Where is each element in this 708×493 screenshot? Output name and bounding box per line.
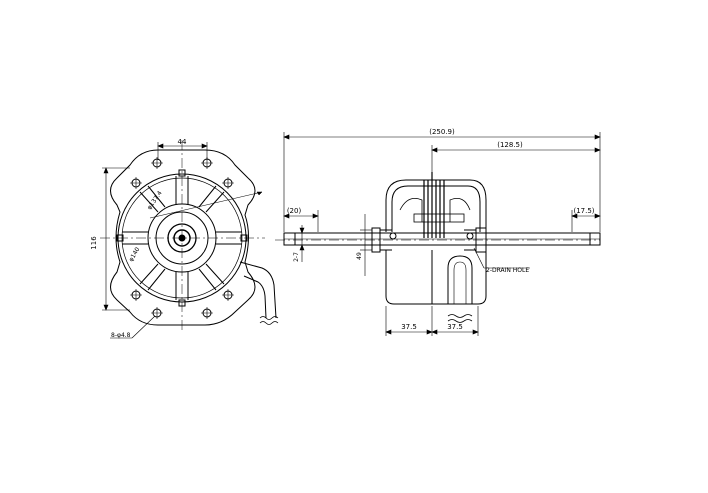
radial-ribs: [122, 176, 242, 300]
end-brackets: [371, 227, 487, 253]
dim-right-shaft-ext: [571, 210, 601, 232]
shaft-boss: [167, 223, 197, 253]
dim-width-top: [157, 142, 208, 160]
dim-label-right-shaft-length: (128.5): [497, 141, 523, 149]
dim-label-overall-length: (250.9): [429, 128, 455, 136]
motor-shaft: [283, 232, 601, 246]
lower-body: [385, 250, 487, 323]
dim-label-body-dia: 49: [356, 252, 363, 260]
dim-label-right-half: 37.5: [447, 323, 463, 331]
dim-label-height-left: 116: [90, 236, 98, 250]
front-view: [100, 140, 279, 339]
dim-body-dia: [360, 214, 372, 276]
dim-height-left: [102, 167, 130, 311]
dim-left-shaft-ext: [283, 210, 319, 232]
cable-exit: [239, 261, 279, 325]
mounting-flange-outline: [110, 149, 256, 326]
dim-label-left-shaft-ext: (20): [287, 207, 302, 215]
dim-label-body-dia: φ140: [128, 246, 142, 263]
dim-label-shaft-dia: 2-7: [293, 252, 300, 262]
dim-label-left-half: 37.5: [401, 323, 417, 331]
dim-overall-length: [283, 132, 601, 232]
dim-shaft-dia: [299, 225, 305, 262]
dim-bottom-halves: [385, 306, 479, 336]
motor-body-circle: [117, 173, 247, 303]
side-view: [275, 132, 601, 336]
dim-label-width-top: 44: [178, 138, 187, 146]
drain-hole-note: 2-DRAIN HOLE: [486, 267, 529, 274]
dim-label-mount-holes: 8-φ4.8: [111, 332, 131, 339]
dim-label-right-shaft-ext: (17.5): [573, 207, 594, 215]
upper-housing: [385, 172, 487, 238]
dim-right-shaft-length: [431, 145, 601, 172]
